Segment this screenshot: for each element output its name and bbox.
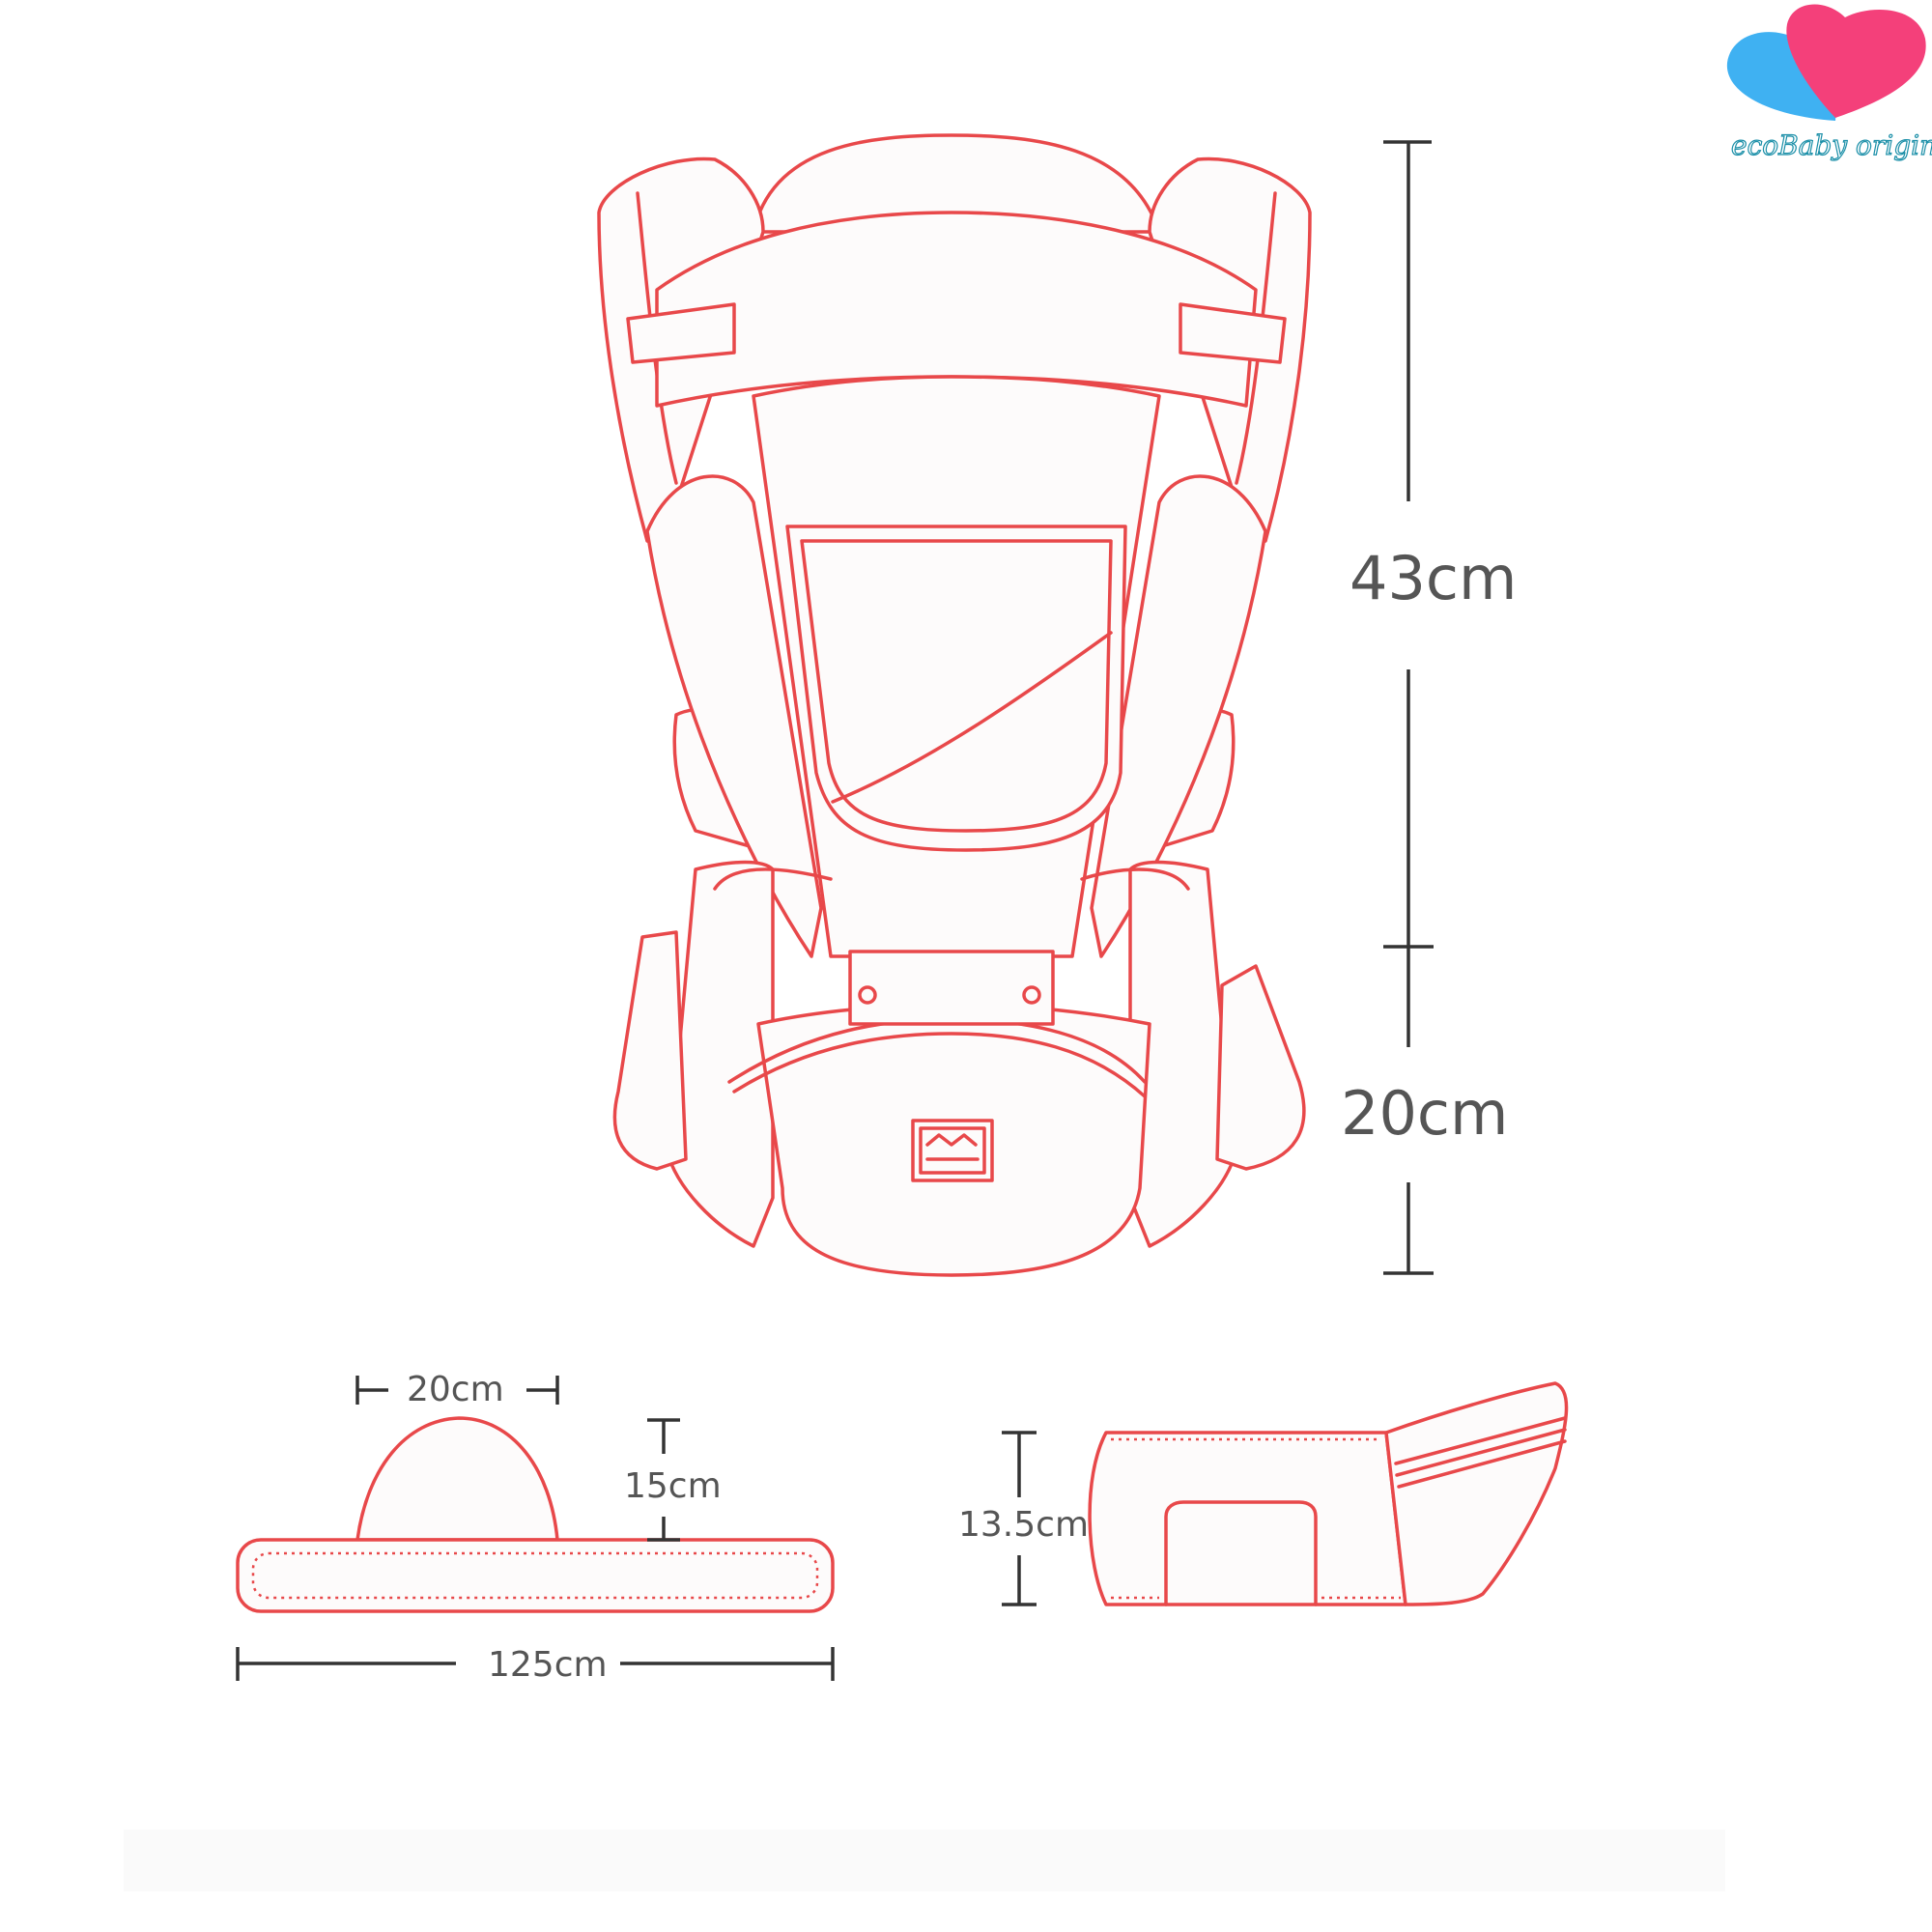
carrier-front-view — [597, 133, 1312, 1277]
dimension-label-hood-width: 20cm — [407, 1370, 504, 1409]
brand-logo: ecoBaby original — [1726, 4, 1932, 162]
logo-heart-pink — [1786, 4, 1926, 118]
dimension-label-seat-height: 13.5cm — [958, 1505, 1089, 1545]
dimension-label-strap-length: 125cm — [488, 1645, 608, 1685]
carrier-height-dimension: 43cm 20cm — [1341, 140, 1517, 1275]
dimension-label-20cm: 20cm — [1341, 1078, 1508, 1149]
hip-seat-side-view: 13.5cm — [958, 1381, 1569, 1606]
logo-text: ecoBaby original — [1731, 129, 1932, 161]
hood-and-strap-view: 20cm 15cm 125cm — [236, 1370, 835, 1685]
bottom-shadow-strip — [124, 1830, 1725, 1891]
dimension-label-43cm: 43cm — [1350, 543, 1517, 613]
dimension-label-hood-height: 15cm — [624, 1466, 722, 1506]
